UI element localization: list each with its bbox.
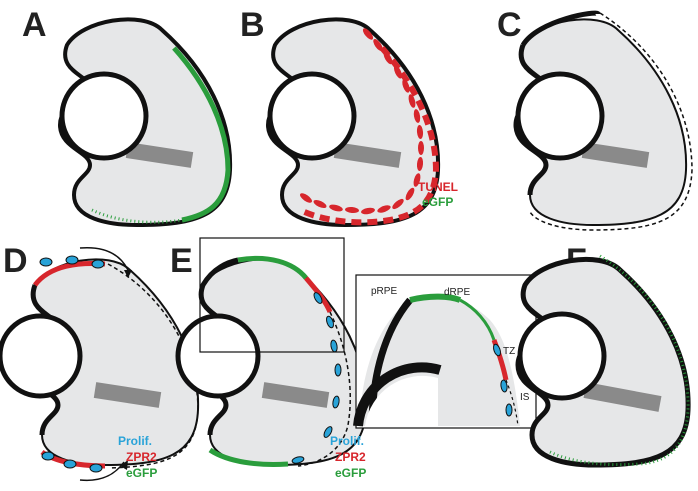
panel-letter-a: A (22, 6, 47, 44)
panel-a-optic-nerve (125, 142, 194, 168)
panel-e-legend-prolif: Prolif. (330, 434, 364, 448)
panel-d-lens (0, 313, 83, 399)
panel-b-eye (266, 17, 441, 227)
panel-letter-e: E (170, 242, 193, 280)
panel-d-prolif-cells (39, 255, 105, 473)
panel-d-legend-zpr2: ZPR2 (126, 450, 157, 464)
inset-label-drpe: dRPE (444, 287, 470, 298)
panel-d-dashed-margin (107, 263, 199, 469)
panel-c-lens (515, 71, 605, 161)
panel-d-legend-egfp: eGFP (126, 466, 157, 480)
panel-b-lens (267, 71, 357, 161)
panel-a-egfp-band (172, 46, 231, 223)
panel-d-optic-nerve (93, 382, 162, 408)
panel-e-eye (175, 255, 368, 467)
panel-c-optic-nerve (581, 142, 650, 168)
inset-prolif-cells (493, 343, 513, 417)
panel-f-lens (517, 311, 607, 401)
panel-e-prolif-cells (291, 292, 342, 464)
inset-lens-edge (353, 362, 442, 427)
panel-e-legend-egfp: eGFP (335, 466, 366, 480)
panel-e-inset-region (199, 237, 345, 353)
panel-e-optic-nerve (261, 382, 330, 408)
inset-label-tz: TZ (503, 346, 515, 357)
panel-f-optic-nerve (583, 382, 662, 412)
panel-c-dashed-margin (529, 12, 693, 231)
panel-c-eye (513, 10, 693, 231)
panel-e-dashed-margin (297, 311, 351, 467)
inset-panel: pRPE dRPE TZ IS (353, 274, 537, 429)
panel-d-arrow-top (79, 246, 129, 271)
panel-e-legend-zpr2: ZPR2 (335, 450, 366, 464)
panel-letter-c: C (497, 6, 522, 44)
panel-letter-d: D (3, 242, 28, 280)
panel-b-tunel-cells (300, 28, 424, 215)
panel-b-optic-nerve (333, 142, 402, 168)
panel-d-legend-prolif: Prolif. (118, 434, 152, 448)
panel-a-lens (59, 71, 149, 161)
panel-e-lens (175, 313, 261, 399)
panel-letter-b: B (240, 6, 265, 44)
panel-f-eye (517, 254, 690, 466)
inset-label-is: IS (520, 392, 530, 403)
panel-b-legend-egfp: eGFP (422, 195, 453, 209)
panel-e-egfp-top (237, 255, 308, 280)
panel-e-egfp-bottom (208, 447, 289, 467)
panel-b-tunel-band (298, 46, 440, 226)
panel-d-eye (0, 246, 200, 482)
panel-b-legend-tunel: TUNEL (418, 180, 458, 194)
inset-label-prpe: pRPE (371, 286, 397, 297)
inset-drpe-band (409, 293, 462, 303)
panel-a-eye (58, 17, 233, 227)
panel-f-egfp-band (599, 254, 690, 466)
panel-a-egfp-ventral (91, 208, 183, 224)
